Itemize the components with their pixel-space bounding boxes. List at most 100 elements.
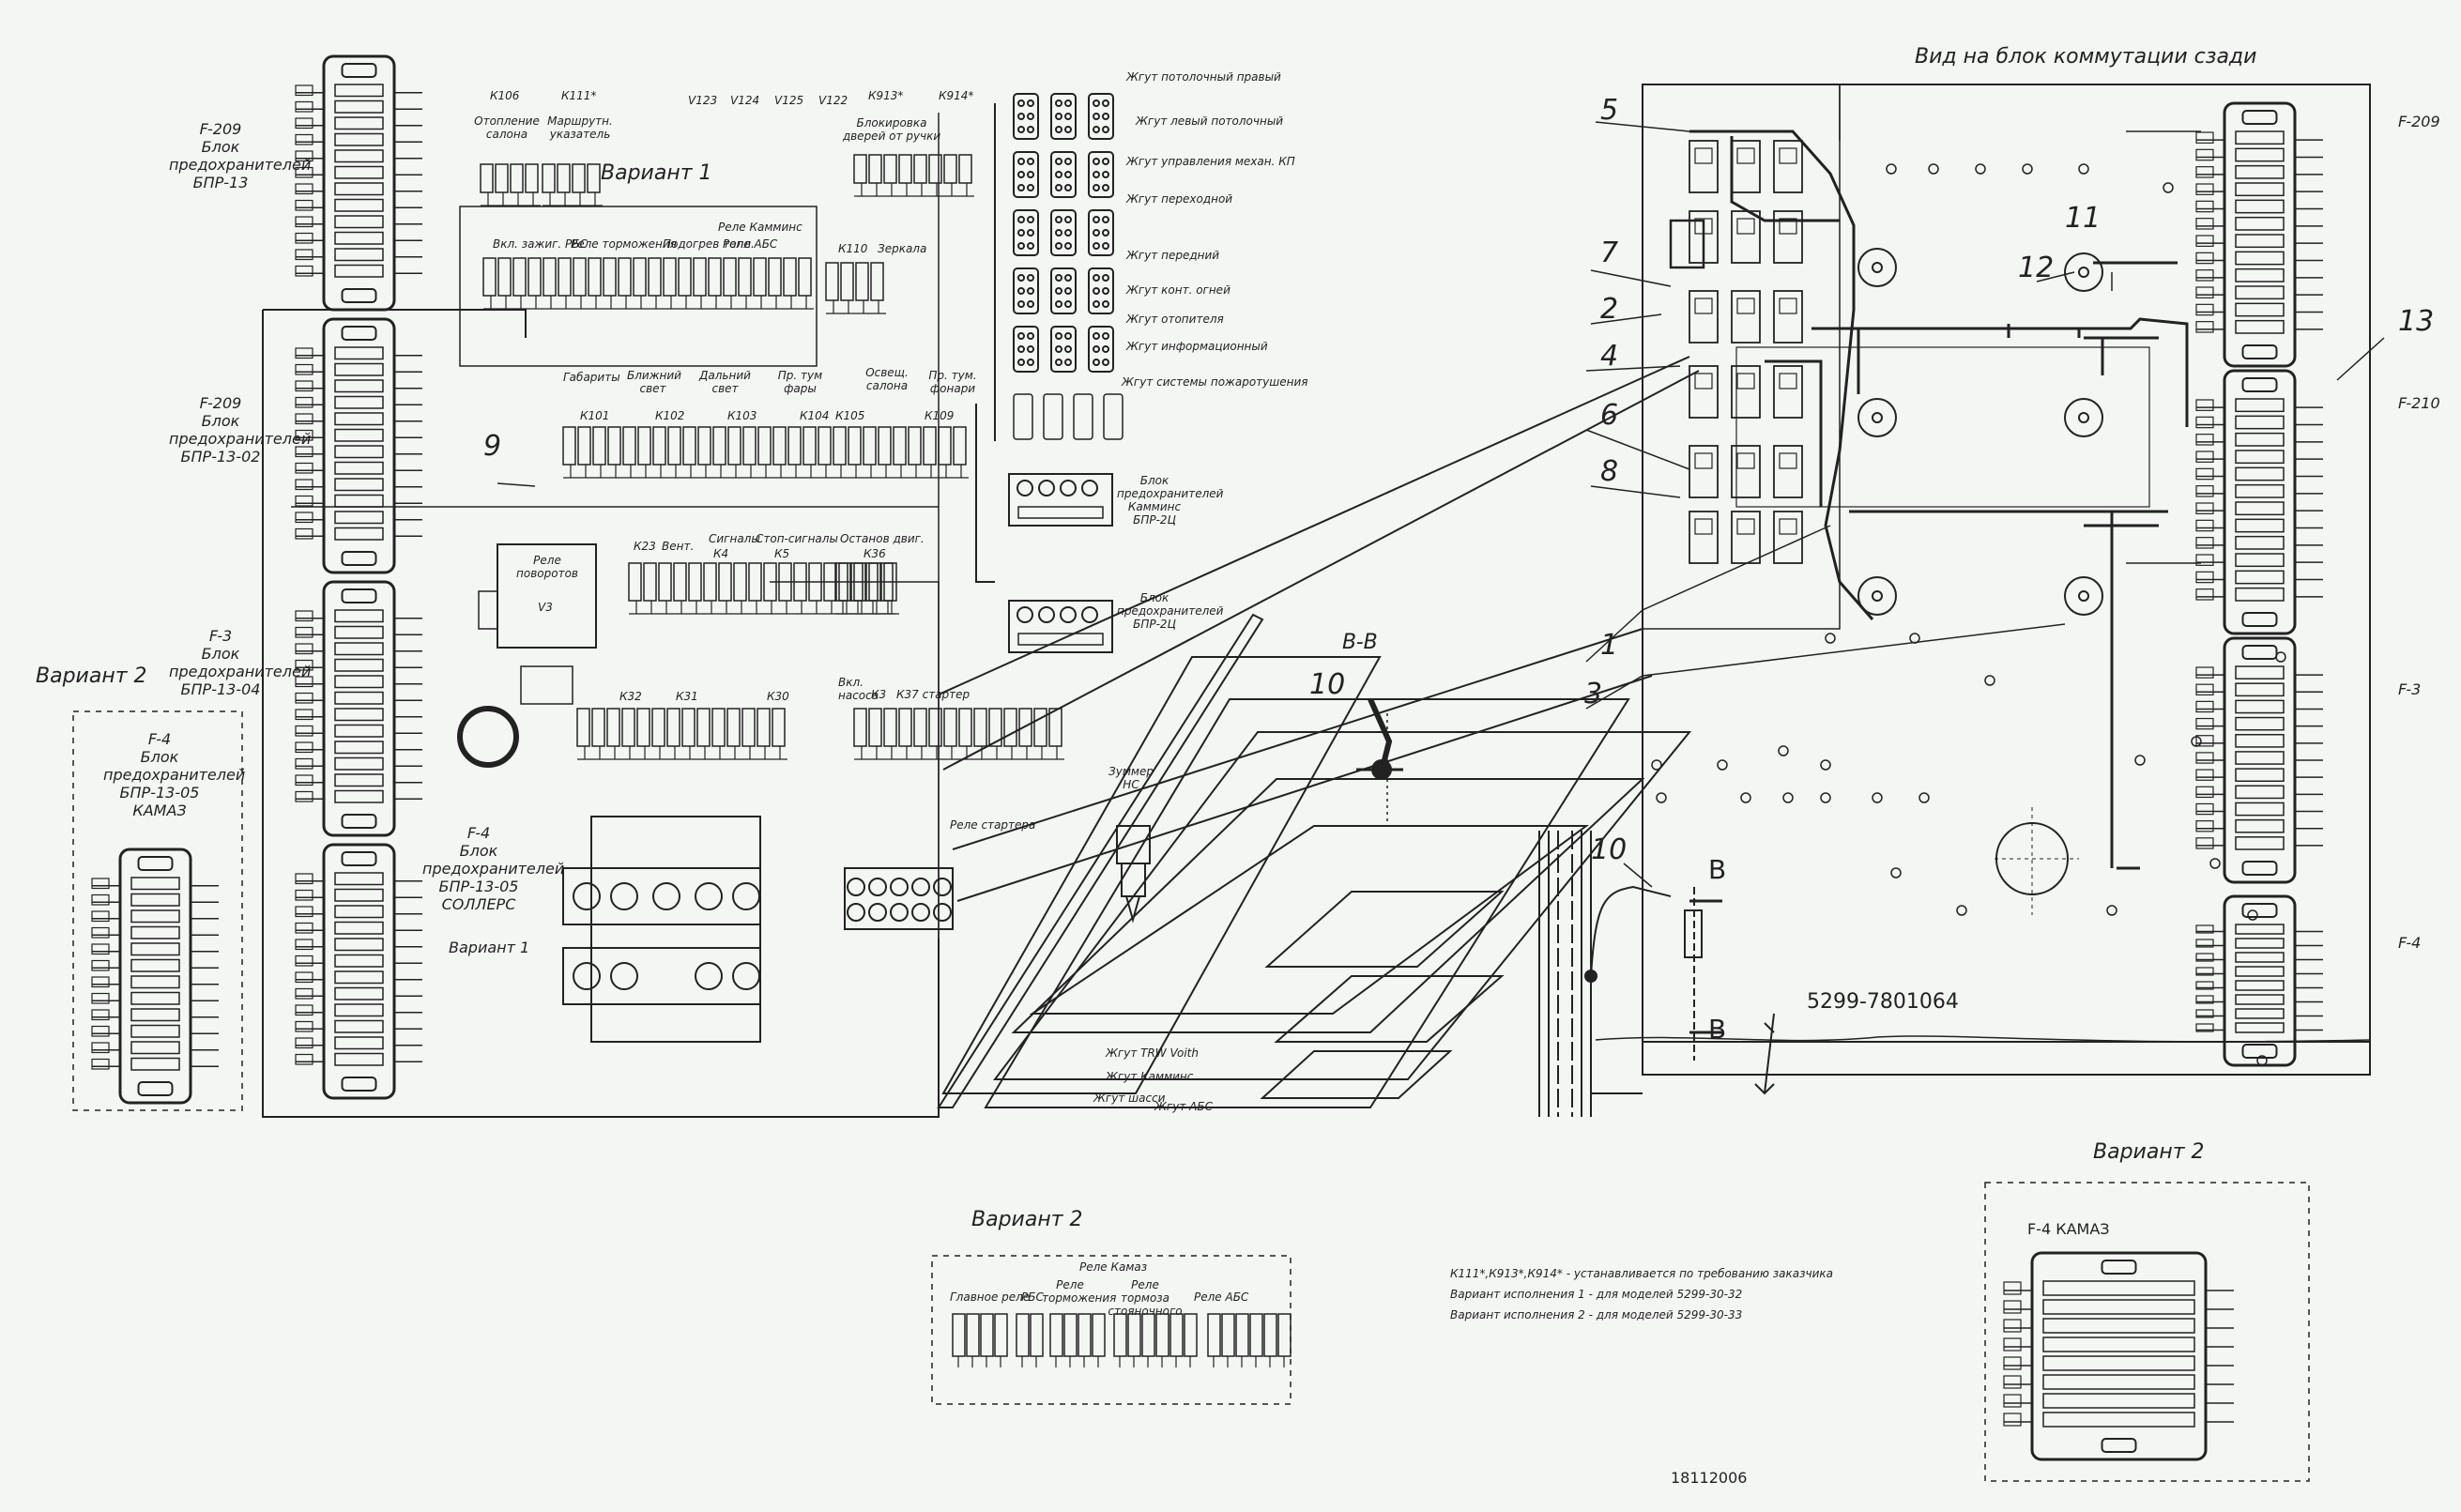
harness-connector: [1088, 151, 1114, 198]
callout-leaders: [497, 121, 2385, 888]
variant2-label-relay: Вариант 2: [971, 1208, 1083, 1231]
variant2-label-fuse: Вариант 2: [2093, 1140, 2205, 1164]
variant2-main-relay: Главное реле: [950, 1291, 1031, 1304]
label-rear-fog: Пр. тум. фонари: [928, 369, 977, 395]
relay-k109: К109: [925, 409, 955, 422]
callout-8: 8: [1600, 455, 1619, 488]
label-v3: V3: [538, 601, 553, 614]
relay-k36: К36: [864, 547, 886, 560]
callout-3: 3: [1584, 678, 1603, 710]
label-engine-stop: Останов двиг.: [840, 532, 925, 545]
harness-connector: [1088, 267, 1114, 314]
harness-plug: [1103, 393, 1124, 440]
mount-hole: [1820, 759, 1831, 771]
harness-voith: Жгут TRW Voith: [1106, 1046, 1199, 1060]
rear-fuse-f4: [2195, 894, 2323, 1067]
relays-row1: [482, 257, 814, 310]
label-cummins-relay: Реле Камминс: [718, 221, 802, 234]
relay-k31: К31: [676, 690, 698, 703]
harness-connector: [1013, 93, 1039, 140]
relay-rows: [480, 154, 1064, 760]
relay-v125: V125: [774, 94, 804, 107]
relays-row2: [562, 426, 969, 479]
mount-hole: [2247, 909, 2258, 921]
harness-connector: [1050, 209, 1077, 256]
callout-10: 10: [1591, 833, 1628, 866]
profile-section: [1538, 831, 1643, 1117]
label-vent: Вент.: [662, 540, 695, 553]
label-route-indicator: Маршрутн. указатель: [547, 115, 613, 141]
harness-transition: Жгут переходной: [1126, 192, 1233, 206]
label-stop-signals: Стоп-сигналы: [756, 532, 838, 545]
note-3: Вариант исполнения 2 - для моделей 5299-…: [1450, 1308, 1743, 1321]
harness-contour-lights: Жгут конт. огней: [1126, 283, 1230, 297]
callout-9: 9: [483, 430, 502, 463]
mount-hole: [1886, 163, 1897, 175]
harness-front: Жгут передний: [1126, 249, 1220, 262]
rear-relay: [1689, 140, 1719, 193]
mount-hole: [1656, 792, 1667, 803]
label-brake-relay: Реле торможения: [571, 237, 677, 251]
rear-relay: [1773, 445, 1803, 498]
relay-k4: К4: [713, 547, 729, 560]
harness-ceiling-left: Жгут левый потолочный: [1136, 115, 1284, 128]
relay-k110: К110: [838, 242, 868, 255]
fuse-block-f4-kamaz: [91, 848, 219, 1105]
label-side-lights: Габариты: [563, 371, 620, 384]
mount-hole: [1872, 792, 1883, 803]
doc-number: 18112006: [1671, 1469, 1748, 1487]
mount-hole: [1740, 792, 1751, 803]
variant2-relay-title: Реле Камаз: [1079, 1260, 1148, 1274]
harness-info: Жгут информационный: [1126, 340, 1268, 353]
relays-doors: [853, 154, 974, 197]
mount-hole: [1928, 163, 1939, 175]
harness-connectors: [975, 93, 1124, 583]
right-f210: F-210: [2398, 394, 2440, 412]
rear-relay: [1773, 140, 1803, 193]
rear-relay: [1731, 140, 1761, 193]
harness-abs: Жгут АБС: [1154, 1100, 1213, 1113]
mount-hole: [2134, 755, 2146, 766]
callout-12: 12: [2018, 252, 2055, 284]
rear-fuse-f3: [2195, 636, 2323, 884]
relay-k5: К5: [774, 547, 790, 560]
variant2-brake: Реле торможения: [1042, 1278, 1117, 1305]
relay-k914: К914*: [939, 89, 974, 102]
label-fog-lights: Пр. тум фары: [777, 369, 823, 395]
variant2-rbs: РБС: [1021, 1291, 1044, 1304]
mount-hole: [1651, 759, 1662, 771]
section-bb-title: B-B: [1342, 631, 1378, 654]
harness-ceiling-right: Жгут потолочный правый: [1126, 70, 1281, 84]
rear-fuse-f209: [2195, 101, 2323, 368]
projection-lines: [937, 356, 1700, 1108]
relay-k101: К101: [580, 409, 610, 422]
rear-relay: [1773, 290, 1803, 344]
callout-2: 2: [1600, 293, 1619, 326]
fuse-block-f209-2: [295, 317, 422, 574]
variant2-fuse: [2003, 1251, 2234, 1461]
harness-connector: [1013, 151, 1039, 198]
relays-route: [542, 163, 603, 206]
harness-plug: [1073, 393, 1093, 440]
callout-5: 5: [1600, 94, 1619, 127]
relay-k105: К105: [835, 409, 865, 422]
fuse-block-f209-1: [295, 54, 422, 312]
small-holes: [1651, 163, 2286, 1066]
right-f3: F-3: [2398, 680, 2422, 698]
relay-k111: К111*: [561, 89, 597, 102]
mount-hole: [2106, 905, 2117, 916]
section-letter-top: B: [1708, 854, 1727, 885]
panel-holes: [1857, 248, 2103, 915]
callout-6: 6: [1600, 399, 1619, 432]
relay-k23: К23: [634, 540, 656, 553]
note-2: Вариант исполнения 1 - для моделей 5299-…: [1450, 1288, 1743, 1301]
relays-row3: [628, 562, 899, 615]
mount-hole: [1984, 675, 1995, 686]
label-high-beam: Дальний свет: [699, 369, 751, 395]
rear-relay: [1731, 365, 1761, 419]
rear-harness: [1689, 130, 2189, 870]
label-buzzer: Зуммер НС: [1108, 765, 1154, 791]
relay-k30: К30: [767, 690, 789, 703]
label-k3: К3: [871, 688, 887, 701]
mount-hole: [1975, 163, 1986, 175]
